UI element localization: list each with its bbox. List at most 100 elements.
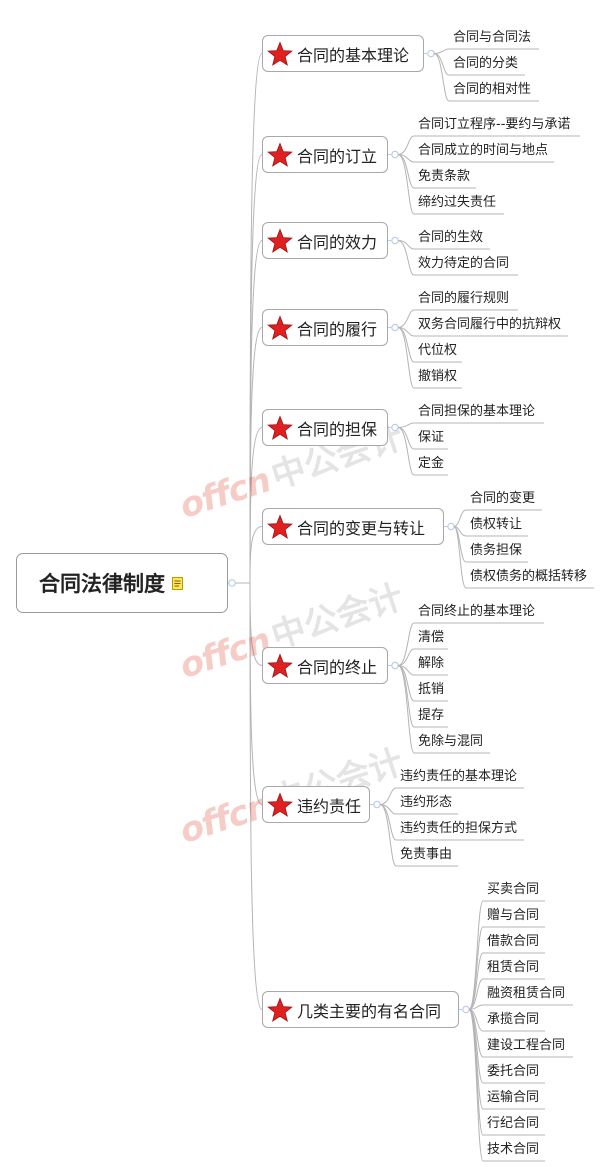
leaf-topic[interactable]: 行纪合同 (487, 1116, 540, 1131)
leaf-topic[interactable]: 技术合同 (487, 1142, 540, 1157)
branch-collapse-toggle[interactable] (391, 236, 399, 245)
leaf-topic[interactable]: 免除与混同 (418, 734, 484, 749)
branch-collapse-toggle[interactable] (462, 1005, 470, 1014)
leaf-topic[interactable]: 赠与合同 (487, 908, 540, 923)
branch-node[interactable]: 违约责任 (262, 786, 370, 823)
leaf-topic[interactable]: 运输合同 (487, 1090, 540, 1105)
leaf-connector (397, 309, 518, 328)
leaf-connector (433, 48, 539, 54)
leaf-connector (468, 1004, 573, 1010)
branch-label: 几类主要的有名合同 (297, 1001, 442, 1021)
leaf-topic[interactable]: 保证 (418, 430, 445, 445)
leaf-connector (433, 53, 539, 102)
branch-label: 合同的担保 (297, 419, 378, 439)
leaf-topic[interactable]: 清偿 (418, 630, 445, 645)
branch-node[interactable]: 合同的效力 (262, 222, 388, 259)
leaf-topic[interactable]: 建设工程合同 (487, 1038, 566, 1053)
leaf-topic[interactable]: 违约责任的担保方式 (400, 821, 518, 836)
leaf-topic[interactable]: 代位权 (418, 343, 458, 358)
root-collapse-toggle[interactable] (228, 579, 236, 587)
branch-connector (249, 582, 263, 805)
leaf-topic[interactable]: 合同的生效 (418, 230, 484, 245)
leaf-connector (379, 804, 458, 815)
leaf-topic[interactable]: 融资租赁合同 (487, 986, 566, 1001)
leaf-topic[interactable]: 合同成立的时间与地点 (418, 143, 549, 158)
star-icon (267, 141, 293, 167)
leaf-connector (397, 665, 448, 676)
branch-connector (249, 582, 263, 666)
branch-collapse-toggle[interactable] (391, 423, 399, 432)
branch-connector (249, 582, 263, 1010)
leaf-connector (397, 665, 490, 754)
leaf-connector (397, 622, 544, 666)
branch-node[interactable]: 合同的终止 (262, 647, 388, 684)
leaf-topic[interactable]: 合同的分类 (453, 56, 519, 71)
star-icon (267, 414, 293, 440)
branch-label: 合同的变更与转让 (297, 518, 426, 538)
leaf-connector (468, 952, 545, 1010)
leaf-connector (397, 135, 580, 155)
leaf-topic[interactable]: 债权转让 (470, 517, 523, 532)
leaf-connector (468, 978, 545, 1010)
leaf-topic[interactable]: 债务担保 (470, 543, 523, 558)
leaf-topic[interactable]: 合同订立程序--要约与承诺 (418, 117, 571, 132)
leaf-topic[interactable]: 委托合同 (487, 1064, 540, 1079)
branch-node[interactable]: 合同的担保 (262, 409, 388, 446)
leaf-topic[interactable]: 解除 (418, 656, 445, 671)
leaf-topic[interactable]: 定金 (418, 456, 445, 471)
branch-collapse-toggle[interactable] (391, 150, 399, 159)
branch-node[interactable]: 几类主要的有名合同 (262, 991, 459, 1028)
root-node[interactable]: 合同法律制度 (16, 553, 228, 613)
leaf-connector (397, 240, 490, 250)
leaf-topic[interactable]: 合同终止的基本理论 (418, 604, 536, 619)
leaf-topic[interactable]: 合同与合同法 (453, 30, 532, 45)
leaf-topic[interactable]: 免责事由 (400, 847, 453, 862)
branch-label: 合同的终止 (297, 657, 378, 677)
leaf-connector (453, 509, 542, 527)
leaf-connector (397, 240, 518, 276)
leaf-connector (379, 787, 524, 805)
leaf-topic[interactable]: 违约形态 (400, 795, 453, 810)
branch-node[interactable]: 合同的变更与转让 (262, 508, 444, 545)
leaf-topic[interactable]: 违约责任的基本理论 (400, 769, 518, 784)
leaf-topic[interactable]: 买卖合同 (487, 882, 540, 897)
leaf-topic[interactable]: 合同的变更 (470, 491, 536, 506)
branch-node[interactable]: 合同的基本理论 (262, 35, 424, 72)
root-label: 合同法律制度 (39, 572, 165, 596)
branch-connector (249, 526, 263, 584)
leaf-topic[interactable]: 提存 (418, 708, 445, 723)
leaf-topic[interactable]: 合同担保的基本理论 (418, 404, 536, 419)
branch-label: 合同的基本理论 (297, 45, 410, 65)
branch-label: 违约责任 (297, 796, 362, 816)
branch-collapse-toggle[interactable] (391, 661, 399, 670)
leaf-topic[interactable]: 债权债务的概括转移 (470, 569, 588, 584)
branch-node[interactable]: 合同的履行 (262, 309, 388, 346)
leaf-connector (397, 648, 448, 666)
leaf-connector (453, 526, 594, 589)
star-icon (267, 314, 293, 340)
star-icon (267, 652, 293, 678)
star-icon (267, 227, 293, 253)
branch-collapse-toggle[interactable] (373, 800, 381, 809)
leaf-connector (468, 1009, 545, 1162)
leaf-topic[interactable]: 缔约过失责任 (418, 195, 497, 210)
leaf-topic[interactable]: 合同的相对性 (453, 82, 532, 97)
leaf-topic[interactable]: 双务合同履行中的抗辩权 (418, 317, 562, 332)
note-icon[interactable] (172, 576, 183, 590)
leaf-topic[interactable]: 借款合同 (487, 934, 540, 949)
branch-node[interactable]: 合同的订立 (262, 136, 388, 173)
branch-connector (249, 53, 263, 584)
leaf-topic[interactable]: 免责条款 (418, 169, 471, 184)
leaf-topic[interactable]: 抵销 (418, 682, 445, 697)
leaf-connector (379, 804, 458, 867)
leaf-topic[interactable]: 合同的履行规则 (418, 291, 510, 306)
branch-collapse-toggle[interactable] (391, 323, 399, 332)
branch-collapse-toggle[interactable] (447, 522, 455, 531)
branch-collapse-toggle[interactable] (427, 49, 435, 58)
leaf-topic[interactable]: 效力待定的合同 (418, 256, 510, 271)
leaf-topic[interactable]: 租赁合同 (487, 960, 540, 975)
star-icon (267, 40, 293, 66)
leaf-topic[interactable]: 撤销权 (418, 369, 458, 384)
leaf-topic[interactable]: 承揽合同 (487, 1012, 540, 1027)
